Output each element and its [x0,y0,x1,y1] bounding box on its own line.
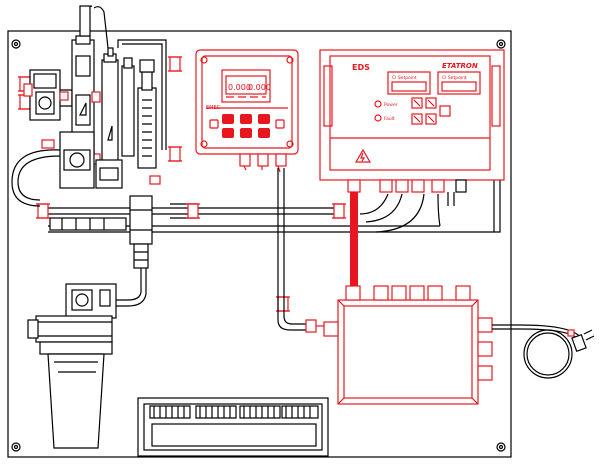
window-1-label: Cl Setpoint [392,75,417,81]
backing-panel [7,30,512,458]
junction-box [305,285,493,405]
main-cable [350,192,358,288]
side-fittings [447,192,455,206]
controller-keypad [209,114,285,138]
controller-unit: 0.000 0.000 EMEC [195,49,310,331]
pump-heads [149,405,319,419]
measurement-manifold [11,5,167,207]
mounting-holes [11,39,506,452]
tee-drop [49,195,153,307]
led-label-fault: Fault [384,116,395,122]
power-cord [492,324,595,379]
high-voltage-warning-icon [354,148,372,163]
controller-display-left: 0.000 [228,83,251,92]
led-label-power: Power [384,102,398,108]
filter-housing [27,283,117,449]
window-2-label: Cl Setpoint [442,75,467,81]
power-box: EDS ETATRON Cl Setpoint Cl Setpoint Powe… [319,49,505,193]
controller-display-right: 0.000 [248,83,271,92]
power-box-logo: EDS [352,63,370,72]
power-box-brand: ETATRON [442,62,478,70]
pump-cover [137,397,329,457]
